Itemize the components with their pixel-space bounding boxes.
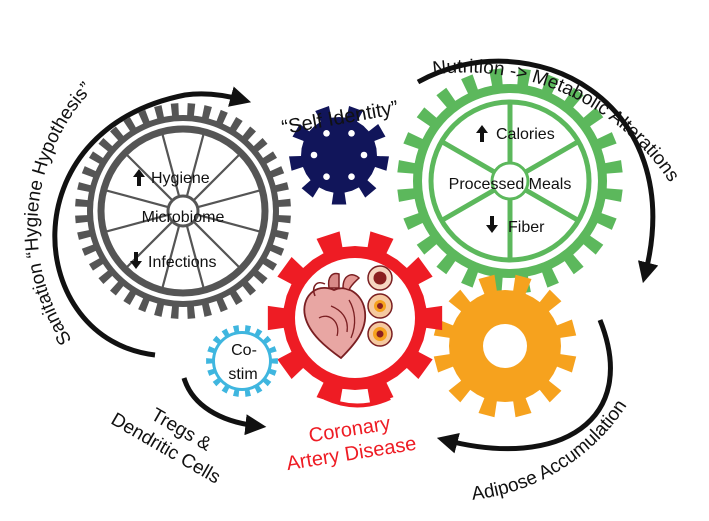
cad-arc xyxy=(324,396,391,408)
nutrition-down-label: Fiber xyxy=(508,219,545,236)
hygiene-arrow xyxy=(52,86,252,358)
nutrition-arrow xyxy=(416,58,659,284)
arrow-up-icon xyxy=(476,125,488,142)
self-identity-gear xyxy=(289,106,389,205)
cell-icon xyxy=(367,265,393,291)
adipose-gear xyxy=(433,274,577,418)
tregs-arrow xyxy=(181,377,267,436)
microbiome-up-label: Hygiene xyxy=(151,170,210,187)
cell-icon xyxy=(367,293,393,319)
microbiome-infections-row: Infections xyxy=(130,252,216,271)
microbiome-center-label: Microbiome xyxy=(142,209,225,226)
microbiome-hygiene-row: Hygiene xyxy=(133,169,210,187)
microbiome-spokes xyxy=(105,133,261,289)
nutrition-gear xyxy=(397,68,623,294)
heart-icon xyxy=(303,272,367,360)
costim-gear xyxy=(206,325,278,397)
nutrition-fiber-row: Fiber xyxy=(486,216,545,236)
nutrition-center-label: Processed Meals xyxy=(449,176,572,193)
adipose-arrow xyxy=(436,319,613,454)
arrow-up-icon xyxy=(133,169,145,186)
nutrition-calories-row: Calories xyxy=(476,125,555,143)
nutrition-spokes xyxy=(442,104,578,258)
arrow-down-icon xyxy=(130,252,142,269)
microbiome-down-label: Infections xyxy=(148,254,216,271)
arrow-down-icon xyxy=(486,216,498,233)
nutrition-up-label: Calories xyxy=(496,126,555,143)
costim-line2: stim xyxy=(228,366,257,383)
costim-line1: Co- xyxy=(231,342,257,359)
cell-icon xyxy=(367,321,393,347)
